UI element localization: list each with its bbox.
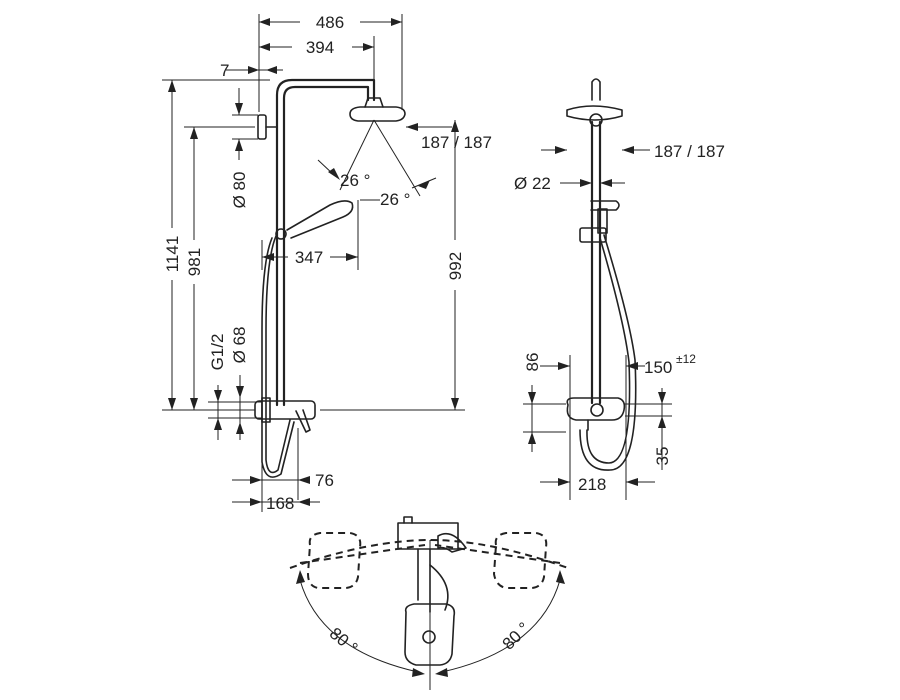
dim-centres-base: 150 — [644, 358, 672, 377]
front-slider — [579, 227, 607, 243]
dim-thread: G1/2 — [208, 334, 227, 371]
rotation-arc-right — [441, 579, 561, 673]
dim-head-height: 992 — [446, 252, 465, 280]
dim-wall-offset: 7 — [220, 61, 229, 80]
hand-shower — [286, 200, 354, 239]
rotated-head-left — [306, 532, 362, 589]
dim-hand-shower-reach: 347 — [295, 248, 323, 267]
dim-pipe-dia: Ø 22 — [514, 174, 551, 193]
dim-total-height: 1141 — [163, 236, 182, 273]
wall-bracket — [257, 114, 267, 140]
dim-rotation-left: 80 ° — [326, 624, 362, 658]
dim-head-size-front: 187 / 187 — [654, 142, 725, 161]
dim-head-reach: 394 — [306, 38, 334, 57]
dim-spout-drop: 35 — [653, 447, 672, 466]
top-view: 80 ° 80 ° — [289, 516, 569, 690]
shower-head — [349, 106, 406, 122]
dim-head-tilt-right: 26 ° — [380, 190, 410, 209]
dim-total-width: 486 — [316, 13, 344, 32]
dim-mixer-height: 86 — [523, 353, 542, 372]
dim-escutcheon-dia: Ø 68 — [230, 327, 249, 364]
front-hand-shower — [590, 200, 620, 211]
front-mixer-body — [566, 397, 626, 421]
mixer-lever — [295, 409, 311, 433]
front-shower-head — [566, 105, 623, 121]
dim-head-size-side: 187 / 187 — [421, 133, 492, 152]
rotated-head-right — [492, 532, 548, 589]
riser-pipe — [275, 78, 376, 407]
side-view: 486 394 7 1141 981 Ø 80 26 ° 26 ° — [160, 8, 492, 513]
dim-mixer-width: 218 — [578, 475, 606, 494]
dim-spout-projection: 76 — [315, 471, 334, 490]
front-view: 187 / 187 Ø 22 86 150 ±12 35 218 — [514, 78, 725, 500]
dim-rotation-right: 80 ° — [499, 619, 534, 654]
front-hose — [579, 234, 637, 471]
dim-head-tilt-left: 26 ° — [340, 171, 370, 190]
dim-mixer-depth: 168 — [266, 494, 294, 513]
top-mixer — [397, 522, 459, 550]
dim-bar-height: 981 — [185, 248, 204, 276]
top-head-outline — [404, 603, 456, 666]
dim-wall-disc-dia: Ø 80 — [230, 172, 249, 209]
dim-centres-tolerance: ±12 — [676, 352, 696, 366]
rotation-arc-left — [299, 579, 419, 673]
